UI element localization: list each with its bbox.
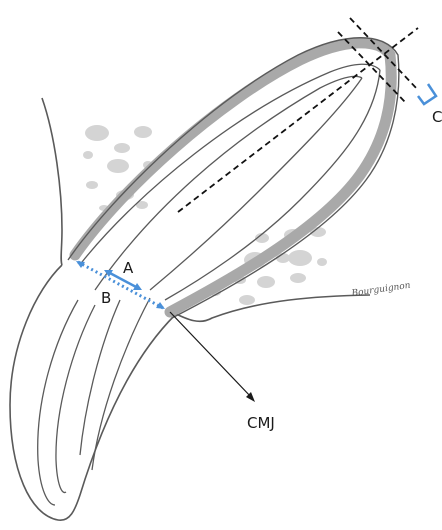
label-c: C <box>432 108 442 126</box>
c-measure-bracket <box>417 83 438 106</box>
label-b: B <box>101 289 111 307</box>
artist-signature: Bourguignon <box>350 281 411 299</box>
jaw-outline-upper <box>41 97 63 266</box>
root-canal-4 <box>91 297 151 471</box>
pulp-line-1 <box>81 63 381 263</box>
tip-perpendicular-2 <box>337 31 406 103</box>
dentin-band-upper <box>69 37 396 261</box>
b-arrow-left-icon <box>76 261 85 268</box>
root-canal-2 <box>55 304 96 494</box>
long-axis-dashed <box>177 27 419 213</box>
a-measure-solid <box>107 270 139 290</box>
pulp-line-2 <box>164 69 381 301</box>
b-arrow-right-icon <box>156 302 165 309</box>
pulp-inner-2 <box>149 77 363 291</box>
cmj-arrow-head-icon <box>246 392 255 402</box>
tip-perpendicular-1 <box>349 17 419 91</box>
root-canal-3 <box>79 299 121 456</box>
crown-outline-outer <box>67 37 400 319</box>
b-measure-dotted <box>77 260 164 310</box>
label-cmj: CMJ <box>247 414 275 432</box>
jaw-outline-lower <box>171 294 371 323</box>
label-a: A <box>123 259 134 277</box>
a-arrow-right-icon <box>133 283 142 290</box>
root-canal-1 <box>37 299 79 506</box>
pulp-inner-1 <box>94 75 363 291</box>
dentin-band-lower <box>164 49 397 318</box>
a-arrow-left-icon <box>104 270 113 277</box>
cmj-pointer-line <box>169 311 253 399</box>
tooth-outer-outline <box>9 264 176 521</box>
